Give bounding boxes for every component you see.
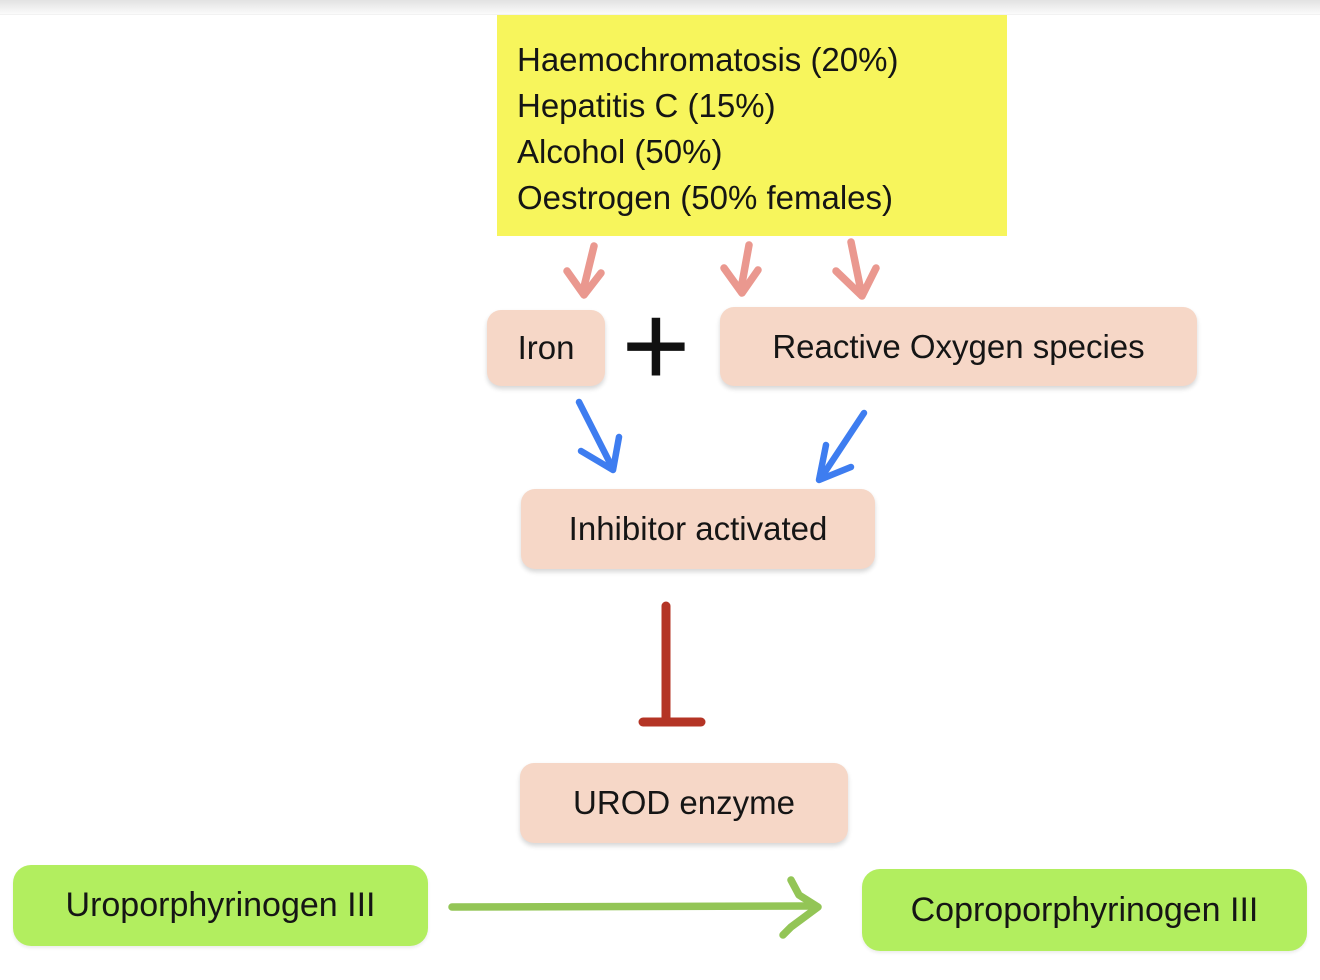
- iron-to-inhibitor-arrow-icon: [575, 398, 623, 474]
- cause-line-oestrogen: Oestrogen (50% females): [517, 179, 894, 216]
- node-uroporphyrinogen-iii: Uroporphyrinogen III: [13, 865, 428, 946]
- node-product-label: Coproporphyrinogen III: [910, 890, 1259, 929]
- cause-line-haemochromatosis: Haemochromatosis (20%): [517, 41, 899, 78]
- cause-line-alcohol: Alcohol (50%): [517, 133, 723, 170]
- node-urod-label: UROD enzyme: [573, 784, 795, 821]
- node-ros-label: Reactive Oxygen species: [772, 327, 1145, 365]
- cause-arrow-2-icon: [720, 241, 762, 297]
- causes-box: Haemochromatosis (20%) Hepatitis C (15%)…: [497, 15, 1007, 236]
- reaction-arrow-icon: [448, 876, 822, 939]
- node-iron: Iron: [487, 310, 605, 386]
- node-inhibitor-activated: Inhibitor activated: [521, 489, 875, 569]
- node-iron-label: Iron: [517, 329, 575, 366]
- node-substrate-label: Uroporphyrinogen III: [65, 886, 376, 924]
- node-urod-enzyme: UROD enzyme: [520, 763, 848, 843]
- node-reactive-oxygen-species: Reactive Oxygen species: [720, 307, 1197, 386]
- window-top-edge: [0, 0, 1320, 15]
- ros-to-inhibitor-arrow-icon: [815, 409, 868, 484]
- plus-icon: +: [621, 280, 691, 412]
- cause-line-hepatitis-c: Hepatitis C (15%): [517, 87, 776, 124]
- node-inhibitor-label: Inhibitor activated: [568, 510, 828, 547]
- cause-arrow-3-icon: [832, 238, 880, 300]
- inhibition-tbar-icon: [638, 601, 706, 727]
- node-coproporphyrinogen-iii: Coproporphyrinogen III: [862, 869, 1307, 951]
- cause-arrow-1-icon: [563, 242, 605, 299]
